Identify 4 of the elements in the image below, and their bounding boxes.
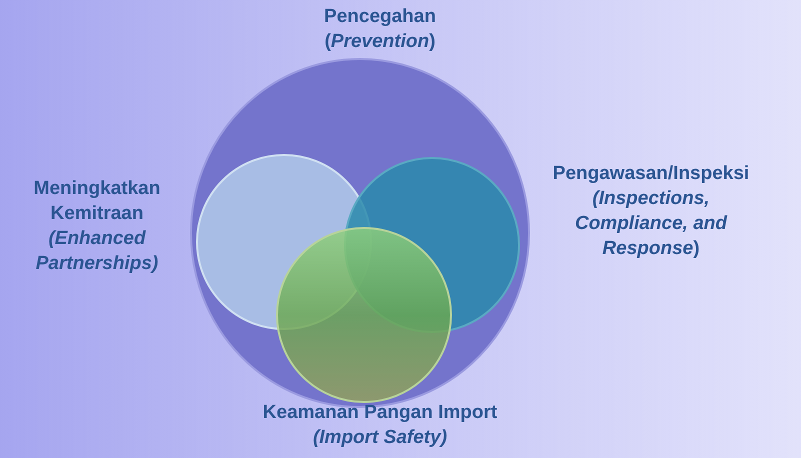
circle-label: Meningkatkan Kemitraan (Enhanced Partnerships)	[32, 177, 162, 276]
circle-label: Keamanan Pangan Import (Import Safety)	[262, 401, 498, 450]
circle-label: Pencegahan (Prevention)	[323, 5, 437, 54]
circle-label: Pengawasan/Inspeksi (Inspections, Compliance, and Response)	[552, 162, 750, 261]
